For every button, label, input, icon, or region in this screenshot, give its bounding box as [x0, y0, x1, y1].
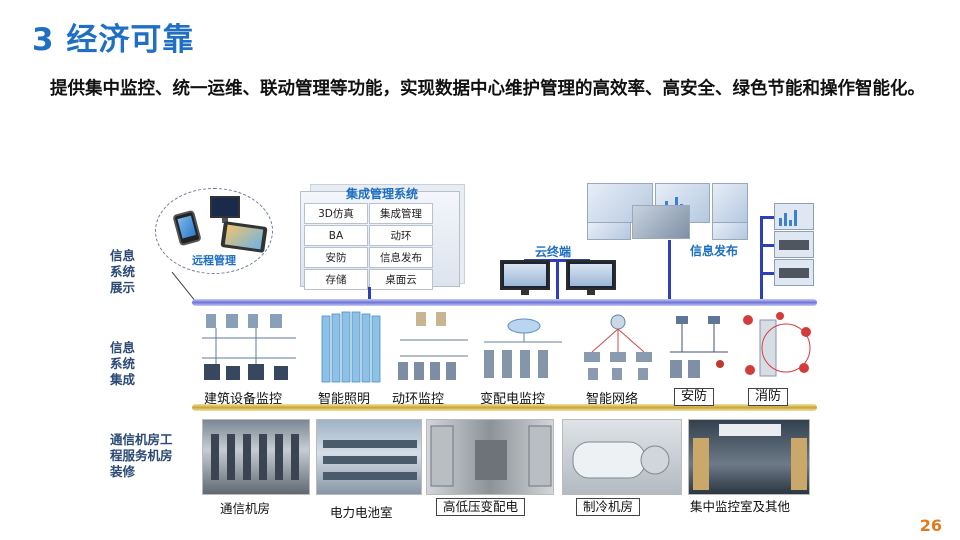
subsystem-label: 智能网络 — [586, 392, 639, 407]
subsystem-label: 智能照明 — [318, 392, 371, 407]
switchgear-room-photo — [426, 419, 554, 495]
building-equipment-diagram — [202, 314, 296, 380]
rack-3d-view — [632, 205, 690, 239]
info-publish-branch — [760, 244, 776, 247]
page-number: 26 — [919, 516, 942, 535]
cloud-monitor-right — [566, 260, 616, 290]
slide-title: 3 经济可靠 — [32, 22, 195, 58]
layer-label-integration: 信息系统集成 — [110, 340, 136, 387]
monitoring-room-photo — [688, 419, 810, 495]
subsystem-label: 动环监控 — [392, 392, 445, 407]
remote-connector-line — [171, 271, 197, 303]
system-cell: 安防 — [304, 247, 368, 268]
smart-lighting-rack-image — [321, 311, 381, 383]
info-publish-label: 信息发布 — [690, 244, 739, 258]
system-connector — [368, 287, 371, 300]
info-publish-branch — [760, 216, 776, 219]
info-panel-chart — [774, 203, 814, 230]
engineering-label: 集中监控室及其他 — [690, 499, 791, 514]
info-panel-device — [774, 259, 814, 286]
system-cell: 集成管理 — [369, 203, 433, 224]
layer-label-engineering: 通信机房工程服务机房装修 — [110, 432, 173, 479]
info-publish-trunk — [760, 216, 763, 300]
cloud-terminal-label: 云终端 — [535, 245, 572, 259]
battery-room-photo — [316, 419, 422, 495]
engineering-label: 电力电池室 — [330, 505, 393, 520]
dashboard-screenshot — [712, 222, 748, 240]
engineering-label: 通信机房 — [220, 501, 271, 516]
integrated-system-title: 集成管理系统 — [345, 187, 418, 201]
subsystem-label: 安防 — [674, 388, 715, 406]
dashboard-screenshot — [587, 222, 631, 240]
subsystem-label: 消防 — [748, 388, 789, 406]
information-display-bus — [192, 299, 817, 306]
remote-management-group — [155, 188, 273, 274]
monitor-stand — [587, 290, 595, 295]
system-cell: 3D仿真 — [304, 203, 368, 224]
smart-network-diagram — [584, 314, 652, 380]
desktop-monitor-icon — [210, 196, 240, 223]
system-cell: 存储 — [304, 269, 368, 290]
subsystem-label: 变配电监控 — [480, 392, 546, 407]
integrated-system-grid: 3D仿真 集成管理 BA 动环 安防 信息发布 存储 桌面云 — [304, 203, 434, 290]
dashboard-screenshot — [712, 183, 748, 223]
monitor-stand — [521, 290, 529, 295]
remote-management-label: 远程管理 — [192, 254, 236, 267]
engineering-label: 高低压变配电 — [436, 498, 526, 516]
cloud-connector — [556, 259, 559, 300]
cloud-monitor-left — [500, 260, 550, 290]
fire-protection-diagram — [743, 312, 811, 377]
power-distribution-diagram — [484, 318, 562, 378]
info-panel-device — [774, 231, 814, 258]
intro-text: 提供集中监控、统一运维、联动管理等功能，实现数据中心维护管理的高效率、高安全、绿… — [50, 79, 925, 99]
system-integration-bus — [192, 404, 817, 411]
subsystem-label: 建筑设备监控 — [204, 392, 283, 407]
engineering-label: 制冷机房 — [576, 498, 641, 516]
system-cell: 动环 — [369, 225, 433, 246]
power-environment-diagram — [398, 312, 468, 380]
layer-label-display: 信息系统展示 — [110, 248, 136, 295]
info-publish-branch — [760, 272, 776, 275]
system-cell: 桌面云 — [369, 269, 433, 290]
chiller-room-photo — [562, 419, 682, 495]
security-system-diagram — [670, 316, 728, 378]
telecom-room-photo — [202, 419, 310, 495]
video-wall-connector — [668, 240, 671, 300]
system-cell: BA — [304, 225, 368, 246]
system-cell: 信息发布 — [369, 247, 433, 268]
